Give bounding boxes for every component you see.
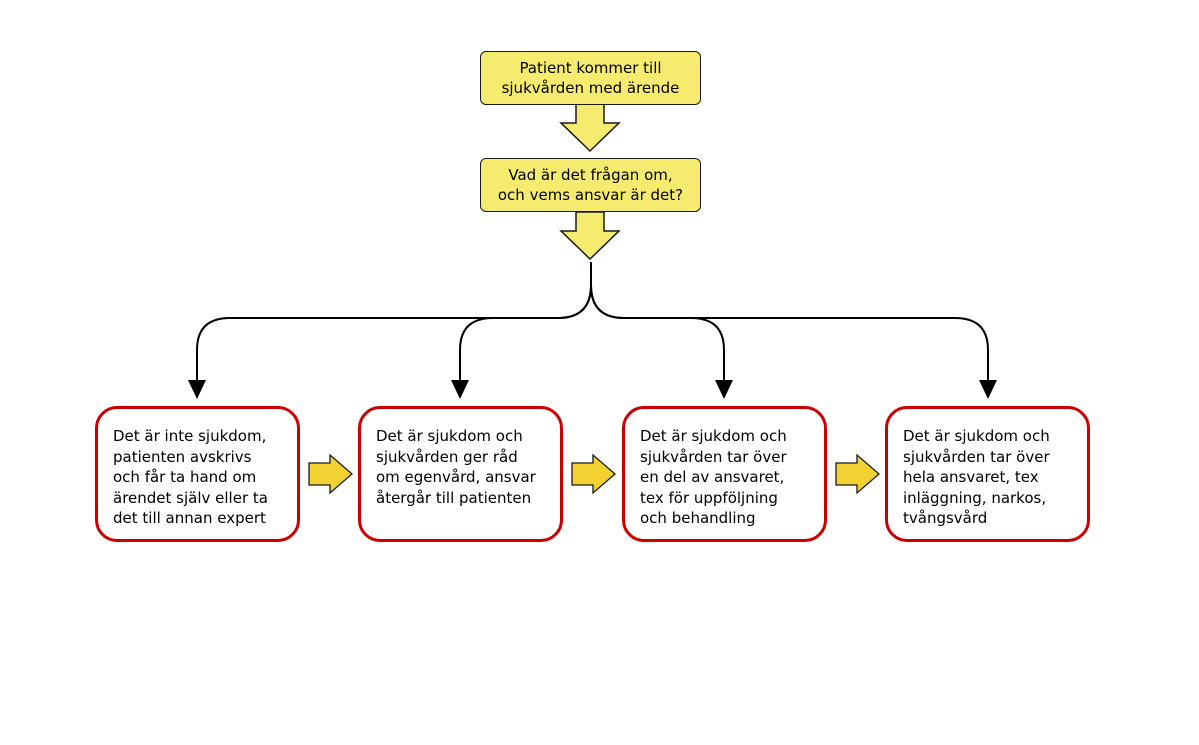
outcome-box-self-care: Det är sjukdom och sjukvården ger råd om… xyxy=(358,406,563,542)
arrowhead-1 xyxy=(188,380,206,399)
branch-line-3 xyxy=(590,284,725,382)
start-box: Patient kommer till sjukvården med ärend… xyxy=(480,51,701,105)
question-box: Vad är det frågan om, och vems ansvar är… xyxy=(480,158,701,212)
outcome-box-not-illness: Det är inte sjukdom, patienten avskrivs … xyxy=(95,406,300,542)
branch-line-1 xyxy=(196,262,592,382)
right-arrow-1 xyxy=(308,453,353,495)
right-arrow-2 xyxy=(571,453,616,495)
down-arrow-2 xyxy=(559,211,621,261)
down-arrow-1 xyxy=(559,103,621,153)
arrowhead-3 xyxy=(715,380,733,399)
outcome-box-partial-care: Det är sjukdom och sjukvården tar över e… xyxy=(622,406,827,542)
branch-line-2 xyxy=(459,284,592,382)
right-arrow-3 xyxy=(835,453,880,495)
arrowhead-2 xyxy=(451,380,469,399)
outcome-box-full-care: Det är sjukdom och sjukvården tar över h… xyxy=(885,406,1090,542)
arrowhead-4 xyxy=(979,380,997,399)
branch-line-4 xyxy=(590,284,989,382)
